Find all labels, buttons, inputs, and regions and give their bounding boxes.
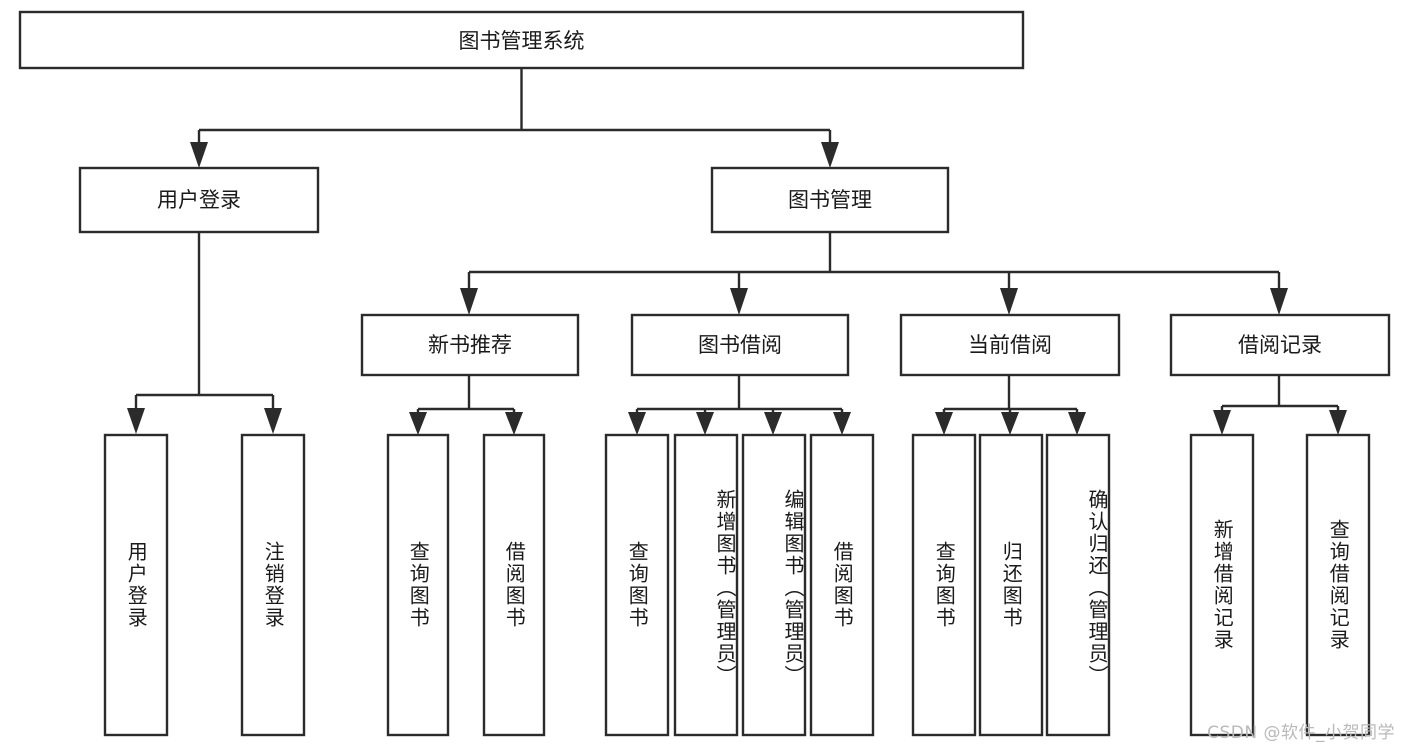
node-book-borrow[interactable]: 图书借阅	[630, 313, 850, 377]
arrow-head-leaf-query-book-2	[628, 412, 646, 435]
node-user-login-box[interactable]	[78, 166, 320, 234]
node-new-book-recommend[interactable]: 新书推荐	[360, 313, 580, 377]
connector-group-borrow-record	[1213, 375, 1347, 435]
connector-group-new-book-recommend	[409, 375, 523, 435]
node-book-management-box[interactable]	[710, 166, 950, 234]
leaf-return-book-box[interactable]	[978, 433, 1044, 737]
node-book-management-label: 图书管理	[788, 188, 872, 212]
arrow-head-borrow-record	[1270, 288, 1288, 315]
node-borrow-record-label: 借阅记录	[1238, 333, 1322, 357]
leaf-query-record-box[interactable]	[1305, 433, 1371, 737]
node-new-book-recommend-label: 新书推荐	[428, 333, 512, 357]
node-root[interactable]: 图书管理系统	[18, 10, 1025, 70]
arrow-head-leaf-edit-book	[764, 412, 782, 435]
watermark-text: CSDN @软件_小贺同学	[1207, 723, 1395, 743]
arrow-head-leaf-borrow-book-1	[505, 412, 523, 435]
arrow-head-leaf-add-book	[696, 412, 714, 435]
leaf-add-book-box[interactable]	[673, 433, 739, 737]
node-borrow-record-box[interactable]	[1169, 313, 1391, 377]
arrow-head-leaf-return-book	[1001, 412, 1019, 435]
leaf-boxes	[103, 433, 1371, 737]
arrow-head-user-login	[190, 142, 208, 168]
node-root-box[interactable]	[18, 10, 1025, 70]
leaf-confirm-return-box[interactable]	[1045, 433, 1111, 737]
leaf-query-book-3-box[interactable]	[911, 433, 977, 737]
leaf-borrow-book-1-box[interactable]	[482, 433, 546, 737]
connector-group-book-management	[460, 232, 1288, 315]
node-book-borrow-box[interactable]	[630, 313, 850, 377]
node-root-label: 图书管理系统	[459, 29, 585, 53]
leaf-user-logout-box[interactable]	[240, 433, 306, 737]
connector-group-user-login	[127, 232, 282, 434]
connector-group-book-borrow	[628, 375, 851, 435]
arrow-head-leaf-add-record	[1213, 410, 1231, 435]
leaf-user-login-box[interactable]	[103, 433, 169, 737]
arrow-head-leaf-query-book-1	[409, 412, 427, 435]
arrow-head-book-management	[821, 142, 839, 168]
node-current-borrow[interactable]: 当前借阅	[899, 313, 1121, 377]
node-user-login[interactable]: 用户登录	[78, 166, 320, 234]
arrow-head-leaf-borrow-book-2	[833, 412, 851, 435]
arrow-head-leaf-user-login	[127, 408, 145, 434]
arrow-head-book-borrow	[730, 288, 748, 315]
leaf-add-record-box[interactable]	[1189, 433, 1255, 737]
arrow-head-leaf-query-book-3	[935, 412, 953, 435]
arrow-head-new-book-recommend	[460, 288, 478, 315]
leaf-edit-book-box[interactable]	[741, 433, 807, 737]
arrow-head-leaf-user-logout	[264, 408, 282, 434]
arrow-head-leaf-confirm-return	[1068, 412, 1086, 435]
leaf-query-book-1-box[interactable]	[386, 433, 450, 737]
node-current-borrow-label: 当前借阅	[968, 333, 1052, 357]
node-user-login-label: 用户登录	[157, 188, 241, 212]
leaf-query-book-2-box[interactable]	[604, 433, 670, 737]
node-current-borrow-box[interactable]	[899, 313, 1121, 377]
node-new-book-recommend-box[interactable]	[360, 313, 580, 377]
arrow-head-current-borrow	[1000, 288, 1018, 315]
node-borrow-record[interactable]: 借阅记录	[1169, 313, 1391, 377]
connector-group-root	[190, 68, 839, 168]
node-book-borrow-label: 图书借阅	[698, 333, 782, 357]
arrow-head-leaf-query-record	[1329, 410, 1347, 435]
node-book-management[interactable]: 图书管理	[710, 166, 950, 234]
leaf-borrow-book-2-box[interactable]	[809, 433, 875, 737]
connector-group-current-borrow	[935, 375, 1086, 435]
